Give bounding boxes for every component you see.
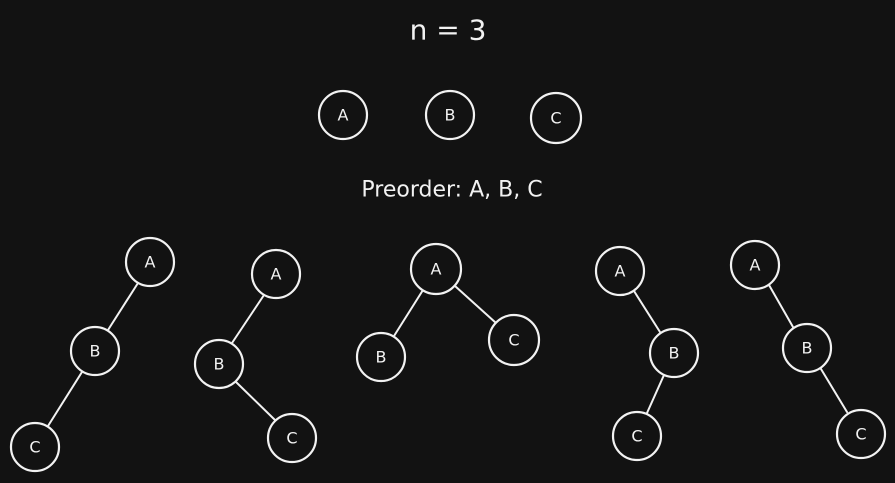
tree-1-node-c bbox=[9, 421, 61, 473]
legend-node-a bbox=[317, 89, 369, 141]
tree-5-node-b-label: B bbox=[802, 339, 813, 358]
tree-1: A B C bbox=[9, 236, 176, 473]
tree-4-node-c-label: C bbox=[631, 427, 642, 446]
tree-5-node-b bbox=[781, 322, 833, 374]
tree-3-node-c-label: C bbox=[508, 331, 519, 350]
tree-5-node-c-label: C bbox=[855, 425, 866, 444]
tree-3-node-a-label: A bbox=[431, 260, 442, 279]
tree-2-node-a-label: A bbox=[271, 265, 282, 284]
tree-3-node-b-label: B bbox=[376, 348, 387, 367]
tree-4-node-a-label: A bbox=[615, 262, 626, 281]
tree-4-edge-a-b bbox=[633, 290, 661, 333]
tree-2-node-a bbox=[250, 248, 302, 300]
legend-node-b bbox=[424, 89, 476, 141]
tree-5-node-c bbox=[835, 408, 887, 460]
tree-4-node-a bbox=[594, 245, 646, 297]
tree-2-node-b-label: B bbox=[214, 355, 225, 374]
tree-1-node-b bbox=[69, 325, 121, 377]
preorder-caption: Preorder: A, B, C bbox=[361, 178, 542, 203]
tree-4-edge-b-c bbox=[646, 374, 665, 414]
tree-3-node-b bbox=[355, 331, 407, 383]
tree-3-edge-a-b bbox=[393, 289, 424, 337]
tree-3-node-c bbox=[487, 313, 541, 367]
tree-5-node-a-label: A bbox=[750, 256, 761, 275]
tree-5: A B C bbox=[729, 239, 887, 460]
tree-2-node-c-label: C bbox=[286, 429, 297, 448]
tree-1-node-a bbox=[124, 236, 176, 288]
tree-2-edge-b-c bbox=[235, 381, 276, 421]
tree-1-node-b-label: B bbox=[90, 342, 101, 361]
tree-4: A B C bbox=[594, 245, 700, 462]
tree-1-node-c-label: C bbox=[29, 438, 40, 457]
tree-3-node-a bbox=[409, 242, 463, 296]
legend-node-a-label: A bbox=[338, 106, 349, 125]
tree-5-edge-b-c bbox=[820, 368, 848, 413]
legend-node-b-label: B bbox=[445, 106, 456, 125]
tree-2-node-c bbox=[266, 412, 318, 464]
tree-3: A B C bbox=[355, 242, 541, 383]
tree-1-edge-b-c bbox=[47, 371, 83, 427]
tree-2-node-b bbox=[193, 338, 245, 390]
tree-4-node-b-label: B bbox=[669, 344, 680, 363]
node-legend: A B C bbox=[317, 89, 583, 145]
tree-1-edge-a-b bbox=[107, 282, 139, 331]
diagram-title: n = 3 bbox=[410, 14, 487, 47]
tree-4-node-b bbox=[648, 327, 700, 379]
legend-node-c bbox=[529, 91, 583, 145]
tree-2-edge-a-b bbox=[231, 294, 265, 344]
legend-node-c-label: C bbox=[550, 109, 561, 128]
tree-2: A B C bbox=[193, 248, 318, 464]
tree-5-edge-a-b bbox=[768, 284, 794, 328]
tree-1-node-a-label: A bbox=[145, 253, 156, 272]
tree-5-node-a bbox=[729, 239, 781, 291]
tree-3-edge-a-c bbox=[454, 285, 497, 324]
tree-4-node-c bbox=[611, 410, 663, 462]
